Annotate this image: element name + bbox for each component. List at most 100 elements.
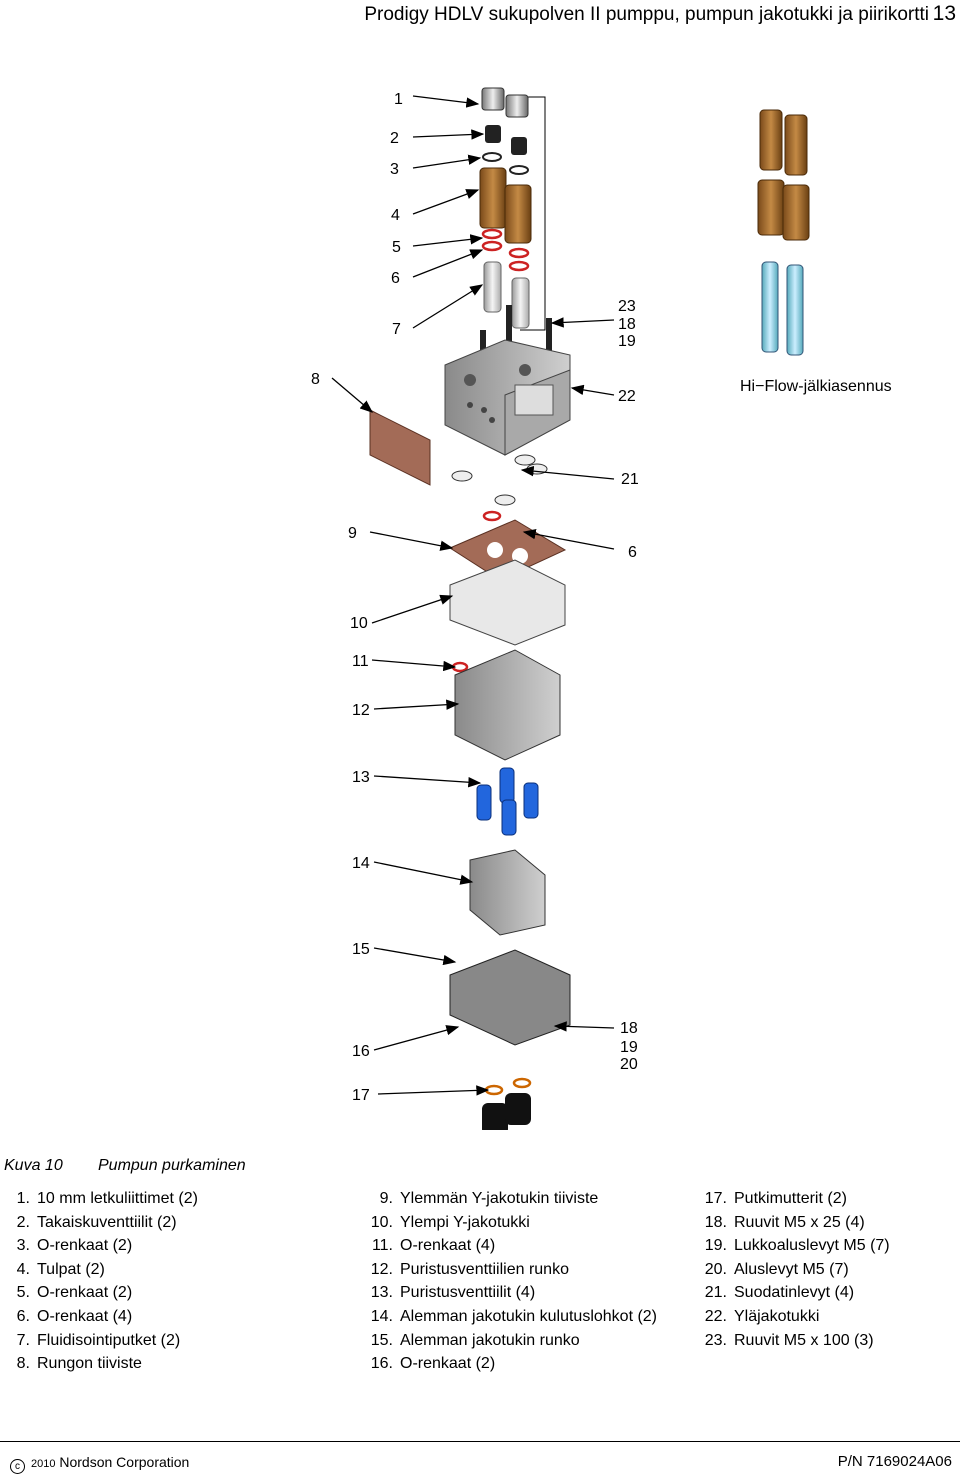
filter-plates xyxy=(451,454,548,506)
item-number: 5. xyxy=(16,1284,30,1302)
hi-flow-label: Hi−Flow-jälkiasennus xyxy=(740,378,892,395)
parts-list-item: 10.Ylempi Y-jakotukki xyxy=(369,1211,679,1235)
callout-1: 2 xyxy=(390,130,399,147)
callout-2: 3 xyxy=(390,161,399,178)
callout-14: 6 xyxy=(628,544,637,561)
callout-19: 14 xyxy=(352,855,370,872)
item-number: 21. xyxy=(704,1284,727,1302)
upper-y-manifold xyxy=(449,559,566,646)
pinch-valve-body xyxy=(454,649,561,761)
body-gasket xyxy=(369,409,431,486)
item-number: 8. xyxy=(16,1355,30,1373)
callout-16: 11 xyxy=(352,653,369,670)
item-text: Alemman jakotukin runko xyxy=(400,1331,580,1349)
item-text: O-renkaat (2) xyxy=(400,1355,496,1373)
callout-20: 15 xyxy=(352,941,370,958)
parts-list-item: 17.Putkimutterit (2) xyxy=(703,1187,943,1211)
parts-list-item: 3. O-renkaat (2) xyxy=(6,1234,306,1258)
callout-24: 20 xyxy=(620,1056,638,1073)
parts-list-column-1: 1. 10 mm letkuliittimet (2) 2. Takaiskuvent… xyxy=(0,1187,306,1376)
item-text: Yläjakotukki xyxy=(734,1307,820,1325)
item-number: 7. xyxy=(16,1331,30,1349)
item-number: 15. xyxy=(370,1331,393,1349)
item-text: O-renkaat (4) xyxy=(400,1237,496,1255)
parts-list-item: 14. Alemman jakotukin kulutuslohkot (2) xyxy=(369,1305,679,1329)
item-number: 14. xyxy=(370,1307,393,1325)
item-number: 2. xyxy=(16,1213,30,1231)
item-text: O-renkaat (2) xyxy=(37,1284,133,1302)
copyright-year: 2010 xyxy=(31,1458,56,1470)
parts-list-item: 1. 10 mm letkuliittimet (2) xyxy=(6,1187,306,1211)
upper-manifold xyxy=(444,305,571,456)
lower-manifold-body xyxy=(449,949,571,1046)
item-number: 3. xyxy=(16,1237,30,1255)
callout-18: 13 xyxy=(352,769,370,786)
exploded-view-figure: 1234567823181922219610111213141516181920… xyxy=(311,87,892,1130)
item-number: 13. xyxy=(370,1284,393,1302)
callout-7: 8 xyxy=(311,371,320,388)
page-number: 13 xyxy=(932,2,956,25)
callout-9: 18 xyxy=(618,316,636,333)
group-bracket xyxy=(520,96,546,331)
callout-13: 9 xyxy=(348,525,357,542)
callout-11: 22 xyxy=(618,388,636,405)
item-number: 4. xyxy=(16,1260,30,1278)
item-number: 9. xyxy=(379,1190,393,1207)
item-text: O-renkaat (2) xyxy=(37,1237,133,1255)
item-text: Lukkoaluslevyt M5 (7) xyxy=(734,1237,890,1255)
parts-list-item: 15. Alemman jakotukin runko xyxy=(369,1329,679,1353)
item-text: Puristusventtiilien runko xyxy=(400,1260,569,1278)
item-number: 1. xyxy=(16,1190,30,1207)
parts-list-item: 16. O-renkaat (2) xyxy=(369,1352,679,1376)
parts-list-item: 20.Aluslevyt M5 (7) xyxy=(703,1258,943,1282)
item-text: 10 mm letkuliittimet (2) xyxy=(37,1190,198,1207)
parts-list-column-2: 9. Ylemmän Y-jakotukin tiiviste 10.Ylempi … xyxy=(369,1187,679,1376)
item-text: Alemman jakotukin kulutuslohkot (2) xyxy=(400,1307,658,1325)
callout-12: 21 xyxy=(621,471,639,488)
parts-list-item: 5. O-renkaat (2) xyxy=(6,1281,306,1305)
wear-blocks xyxy=(469,849,546,936)
header-title: Prodigy HDLV sukupolven II pumppu, pumpu… xyxy=(364,4,929,25)
item-text: Ylemmän Y-jakotukin tiiviste xyxy=(400,1190,599,1207)
footer-rule xyxy=(0,1441,960,1442)
callout-6: 7 xyxy=(392,321,401,338)
callout-3: 4 xyxy=(391,207,400,224)
item-number: 17. xyxy=(704,1190,727,1207)
callout-23: 19 xyxy=(620,1039,638,1056)
parts-list-item: 22.Yläjakotukki xyxy=(703,1305,943,1329)
callout-25: 17 xyxy=(352,1087,370,1104)
item-text: Ylempi Y-jakotukki xyxy=(400,1213,530,1231)
callout-22: 18 xyxy=(620,1020,638,1037)
item-text: Takaiskuventtiilit (2) xyxy=(37,1213,177,1231)
parts-list-column-3: 17.Putkimutterit (2)18.Ruuvit M5 x 25 (4… xyxy=(703,1187,943,1352)
item-text: Puristusventtiilit (4) xyxy=(400,1284,536,1302)
callout-10: 19 xyxy=(618,333,636,350)
callout-15: 10 xyxy=(350,615,368,632)
parts-list-item: 23.Ruuvit M5 x 100 (3) xyxy=(703,1329,943,1353)
part-number: P/N 7169024A06 xyxy=(837,1453,952,1470)
parts-list-item: 4.Tulpat (2) xyxy=(6,1258,306,1282)
parts-list-item: 7. Fluidisointiputket (2) xyxy=(6,1329,306,1353)
callout-8: 23 xyxy=(618,298,636,315)
callout-17: 12 xyxy=(352,702,370,719)
item-number: 18. xyxy=(704,1213,727,1231)
callout-5: 6 xyxy=(391,270,400,287)
item-number: 20. xyxy=(704,1260,727,1278)
item-number: 12. xyxy=(370,1260,393,1278)
item-text: Fluidisointiputket (2) xyxy=(37,1331,181,1349)
tube-nut xyxy=(482,1103,508,1130)
parts-list-item: 13. Puristusventtiilit (4) xyxy=(369,1281,679,1305)
parts-list-item: 11. O-renkaat (4) xyxy=(369,1234,679,1258)
item-number: 11. xyxy=(371,1237,393,1255)
parts-list-item: 6.O-renkaat (4) xyxy=(6,1305,306,1329)
figure-caption: Kuva 10 Pumpun purkaminen xyxy=(4,1157,274,1175)
connector-fittings xyxy=(479,87,532,329)
callout-21: 16 xyxy=(352,1043,370,1060)
item-text: Rungon tiiviste xyxy=(37,1355,142,1373)
item-text: Suodatinlevyt (4) xyxy=(734,1284,855,1302)
item-number: 16. xyxy=(370,1355,393,1373)
copyright-symbol: c xyxy=(10,1459,25,1474)
callout-labels: 1234567823181922219610111213141516181920… xyxy=(311,91,639,1104)
